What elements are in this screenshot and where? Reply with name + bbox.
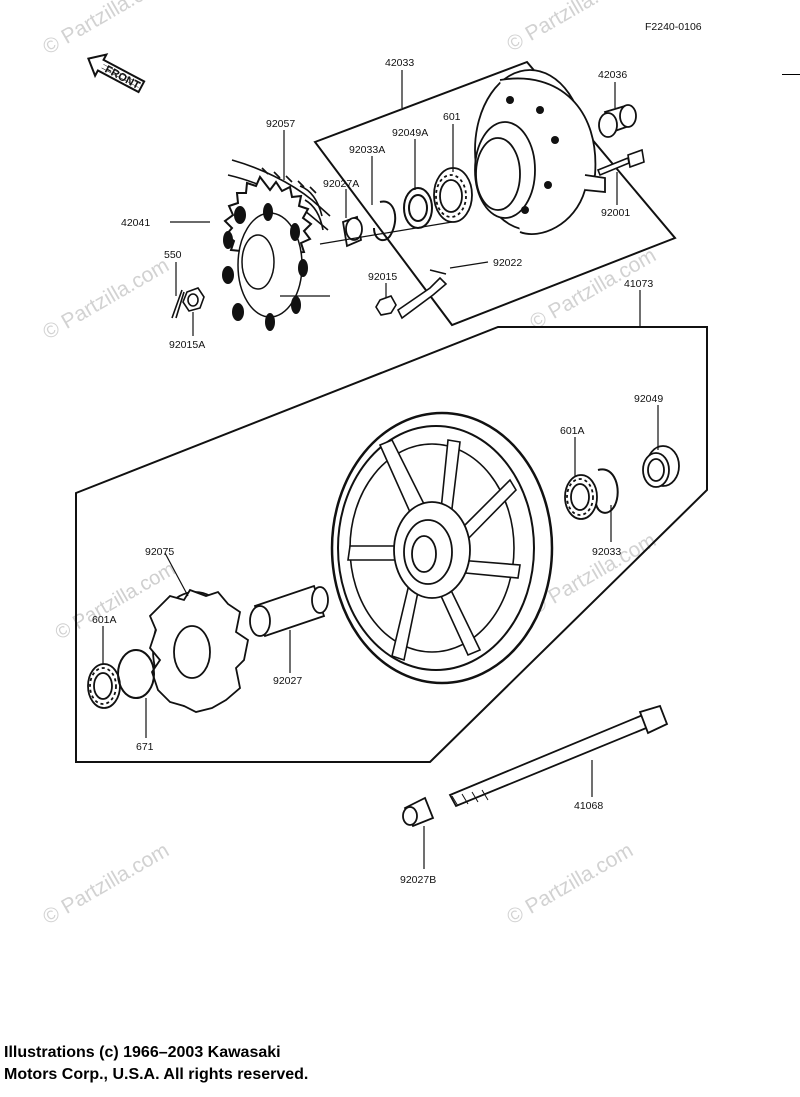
diagram-code: F2240-0106 [645,21,702,33]
bearing-601A-left [87,663,121,709]
nut-92015A [182,287,205,312]
label-92049A: 92049A [392,127,428,139]
label-92027B: 92027B [400,874,436,886]
oil-seal-92049A [403,187,433,229]
hub-assembly-outline [313,60,677,327]
bearing-601 [433,167,473,223]
axle-41068 [448,704,669,808]
watermark: © Partzilla.com [39,254,173,345]
copyright-line-1: Illustrations (c) 1966–2003 Kawasaki [4,1044,281,1061]
sprocket-coupling [474,69,606,235]
wheel-damper-92075 [148,588,250,713]
label-42036: 42036 [598,69,627,81]
part-labels: 42033 42036 92057 601 92049A 92033A 9202… [92,57,663,886]
nut-92015 [375,295,397,316]
page-edge-mark [782,74,800,75]
circlip-92033A [373,200,397,242]
label-550: 550 [164,249,182,261]
collar-92027 [249,584,329,638]
label-41068: 41068 [574,800,603,812]
wheel-assembly-outline [75,326,708,763]
label-42041: 42041 [121,217,150,229]
label-92015: 92015 [368,271,397,283]
label-92027: 92027 [273,675,302,687]
watermark: © Partzilla.com [503,839,637,930]
watermark: © Partzilla.com [39,839,173,930]
label-41073: 41073 [624,278,653,290]
copyright-line-2: Motors Corp., U.S.A. All rights reserved… [4,1066,309,1083]
label-92022: 92022 [493,257,522,269]
front-arrow-icon: FRONT [87,53,146,94]
bearing-601A-right [564,474,598,520]
label-671: 671 [136,741,154,753]
collar-92027B [402,796,435,828]
leader-lines [102,70,659,869]
label-92033A: 92033A [349,144,385,156]
label-92049: 92049 [634,393,663,405]
label-92015A: 92015A [169,339,205,351]
cotter-pin-550 [171,289,185,319]
label-601A-left: 601A [92,614,117,626]
label-92001: 92001 [601,207,630,219]
label-601: 601 [443,111,461,123]
lock-plate-92022 [396,269,448,320]
copyright-notice: Illustrations (c) 1966–2003 Kawasaki Mot… [4,1042,504,1086]
spacer-92027A [341,215,363,248]
oil-seal-92049 [642,445,680,488]
circlip-92033 [595,468,619,514]
label-92027A: 92027A [323,178,359,190]
watermark: © Partzilla.com [39,0,173,59]
o-ring-671 [117,649,155,699]
cast-wheel [330,411,554,685]
label-92075: 92075 [145,546,174,558]
front-label: FRONT [103,64,142,93]
label-601A-right: 601A [560,425,585,437]
rear-sprocket [222,175,313,331]
label-92057: 92057 [266,118,295,130]
bolt-92001 [596,148,645,177]
watermark: © Partzilla.com [503,0,637,56]
label-92033: 92033 [592,546,621,558]
label-42033: 42033 [385,57,414,69]
collar-42036 [598,104,637,138]
